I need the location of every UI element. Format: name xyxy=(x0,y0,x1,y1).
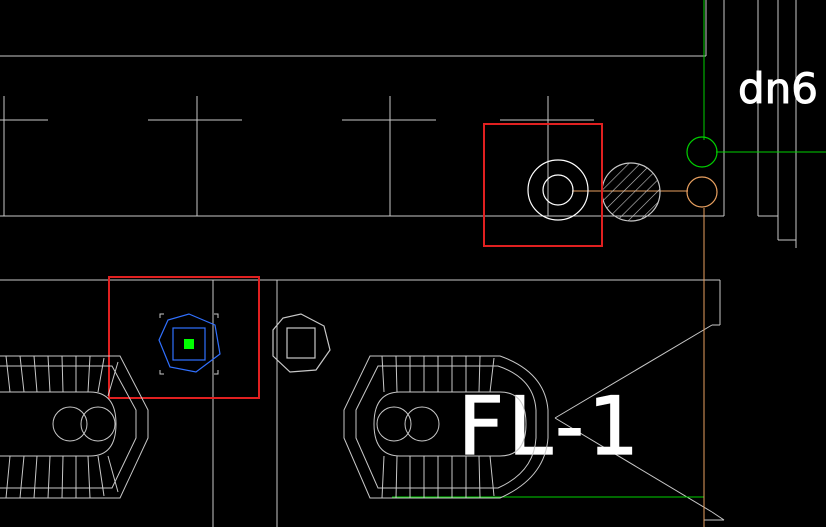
square-floor-drain-selected[interactable] xyxy=(158,313,221,375)
grip-marker[interactable] xyxy=(184,339,194,349)
selection-box-2 xyxy=(108,276,260,399)
floor-drain-selected[interactable] xyxy=(527,159,589,221)
hatched-pipe-circle[interactable] xyxy=(601,162,661,222)
fl-tag-label: FL-1 xyxy=(458,380,643,473)
pipe-tag-label: dn6 xyxy=(738,64,818,113)
squat-toilet-left[interactable] xyxy=(0,355,149,499)
squat-toilet-right[interactable] xyxy=(343,355,549,499)
selection-box xyxy=(483,123,603,247)
wall-linework xyxy=(0,0,797,527)
hex-cleanout[interactable] xyxy=(272,313,331,373)
pipe-lines xyxy=(392,0,826,527)
